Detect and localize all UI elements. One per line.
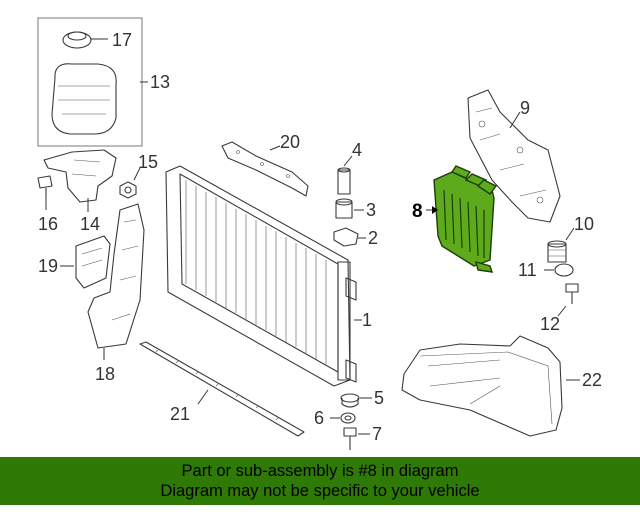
callout-12: 12 [540, 314, 560, 334]
callout-22: 22 [582, 370, 602, 390]
banner-line-2: Diagram may not be specific to your vehi… [160, 482, 480, 500]
part-19-air-guide [75, 235, 111, 289]
callout-10: 10 [574, 214, 594, 234]
callout-15: 15 [138, 152, 158, 172]
callout-19: 19 [38, 256, 58, 276]
callout-21: 21 [170, 404, 190, 424]
part-5-grommet [340, 393, 360, 408]
callout-1: 1 [362, 310, 372, 330]
parts-diagram: 17 13 14 16 15 19 18 20 [37, 17, 602, 450]
part-7-bolt [343, 427, 357, 450]
part-10-bushing [547, 240, 567, 263]
part-21-seal-strip [139, 341, 305, 437]
callout-6: 6 [314, 408, 324, 428]
callout-11: 11 [518, 260, 537, 280]
part-14-bracket [43, 149, 117, 203]
callout-14: 14 [80, 214, 100, 234]
callout-4: 4 [352, 140, 362, 160]
callout-8: 8 [412, 201, 423, 222]
callout-5: 5 [374, 388, 384, 408]
callout-9: 9 [520, 98, 530, 118]
part-6-washer [340, 412, 356, 424]
part-15-nut [119, 181, 137, 199]
callout-18: 18 [95, 364, 115, 384]
callout-17: 17 [112, 30, 132, 50]
part-20-bracket-bar [221, 141, 309, 197]
callout-7: 7 [372, 424, 382, 444]
part-18-air-guide [87, 203, 145, 349]
part-9-bracket [467, 89, 561, 223]
part-22-air-duct [401, 335, 563, 437]
banner-line-1: Part or sub-assembly is #8 in diagram [181, 462, 459, 480]
callout-20: 20 [280, 132, 300, 152]
part-11-o-ring [554, 263, 574, 277]
callout-3: 3 [366, 200, 376, 220]
part-16-bolt [37, 175, 53, 198]
info-banner: Part or sub-assembly is #8 in diagram Di… [0, 457, 640, 505]
callout-2: 2 [368, 228, 378, 248]
part-2-mount [333, 227, 359, 247]
part-4-pin [337, 167, 351, 195]
part-8-oil-cooler [433, 165, 498, 273]
part-1-radiator [165, 165, 357, 387]
part-3-grommet [335, 198, 353, 219]
part-12-bolt [565, 283, 579, 304]
callout-16: 16 [38, 214, 58, 234]
callout-13: 13 [150, 72, 170, 92]
